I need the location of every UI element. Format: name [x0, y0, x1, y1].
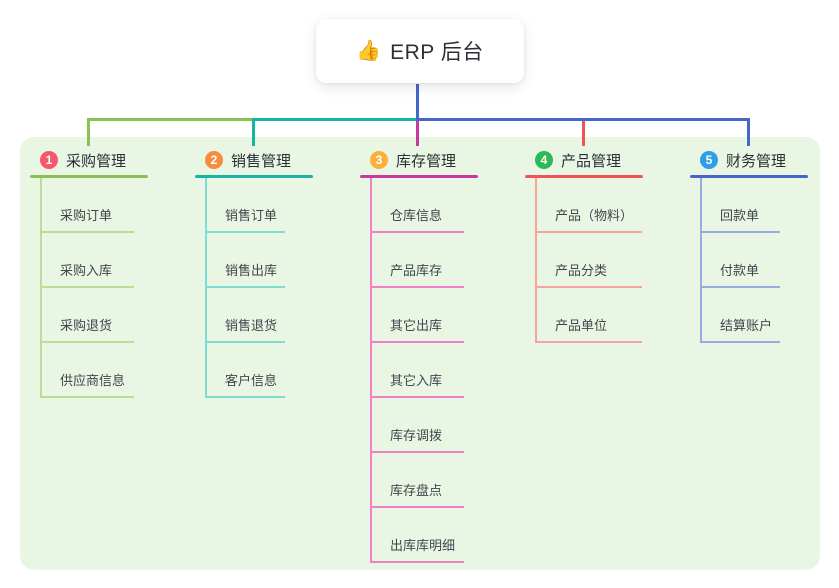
branch-number-badge: 1 — [40, 151, 58, 169]
child-node[interactable]: 库存盘点 — [372, 453, 464, 508]
connector-segment — [416, 84, 419, 121]
branch-title-label: 产品管理 — [561, 152, 622, 170]
branch-number-badge: 2 — [205, 151, 223, 169]
branch-title-label: 财务管理 — [726, 152, 787, 170]
branch-node-2: 2 销售管理销售订单销售出库销售退货客户信息 — [195, 148, 313, 398]
branch-title-label: 采购管理 — [66, 152, 127, 170]
connector-segment — [87, 118, 90, 146]
root-node[interactable]: 👍 ERP 后台 — [316, 19, 524, 83]
child-node[interactable]: 出库库明细 — [372, 508, 464, 563]
connector-segment — [87, 118, 255, 121]
branch-number-badge: 5 — [700, 151, 718, 169]
child-node[interactable]: 产品库存 — [372, 233, 464, 288]
child-node[interactable]: 产品（物料） — [537, 178, 642, 233]
branch-node-1: 1 采购管理采购订单采购入库采购退货供应商信息 — [30, 148, 148, 398]
branches-panel-background — [20, 137, 820, 570]
child-node[interactable]: 采购入库 — [42, 233, 134, 288]
branch-number-badge: 4 — [535, 151, 553, 169]
connector-segment — [252, 118, 255, 146]
child-node[interactable]: 销售订单 — [207, 178, 285, 233]
child-node[interactable]: 仓库信息 — [372, 178, 464, 233]
branch-node-3: 3 库存管理仓库信息产品库存其它出库其它入库库存调拨库存盘点出库库明细 — [360, 148, 478, 563]
child-node[interactable]: 其它入库 — [372, 343, 464, 398]
branch-children: 采购订单采购入库采购退货供应商信息 — [40, 178, 148, 398]
branch-node-4: 4 产品管理产品（物料）产品分类产品单位 — [525, 148, 643, 343]
branch-children: 仓库信息产品库存其它出库其它入库库存调拨库存盘点出库库明细 — [370, 178, 478, 563]
child-node[interactable]: 产品单位 — [537, 288, 642, 343]
child-node[interactable]: 客户信息 — [207, 343, 285, 398]
child-node[interactable]: 其它出库 — [372, 288, 464, 343]
branch-underline — [30, 175, 148, 178]
branch-underline — [360, 175, 478, 178]
branch-title-label: 销售管理 — [231, 152, 292, 170]
child-node[interactable]: 结算账户 — [702, 288, 780, 343]
connector-segment — [252, 118, 420, 121]
child-node[interactable]: 产品分类 — [537, 233, 642, 288]
child-node[interactable]: 回款单 — [702, 178, 780, 233]
branch-title[interactable]: 4 产品管理 — [525, 148, 643, 172]
connector-segment — [416, 121, 419, 146]
child-node[interactable]: 采购订单 — [42, 178, 134, 233]
branch-underline — [690, 175, 808, 178]
connector-segment — [416, 118, 750, 121]
branch-title[interactable]: 2 销售管理 — [195, 148, 313, 172]
child-node[interactable]: 库存调拨 — [372, 398, 464, 453]
branch-title[interactable]: 1 采购管理 — [30, 148, 148, 172]
branch-children: 回款单付款单结算账户 — [700, 178, 808, 343]
child-node[interactable]: 供应商信息 — [42, 343, 134, 398]
child-node[interactable]: 付款单 — [702, 233, 780, 288]
branch-underline — [525, 175, 643, 178]
child-node[interactable]: 采购退货 — [42, 288, 134, 343]
branch-underline — [195, 175, 313, 178]
child-node[interactable]: 销售退货 — [207, 288, 285, 343]
connector-segment — [747, 118, 750, 146]
connector-segment — [582, 121, 585, 146]
child-node[interactable]: 销售出库 — [207, 233, 285, 288]
branch-title-label: 库存管理 — [396, 152, 457, 170]
branch-children: 销售订单销售出库销售退货客户信息 — [205, 178, 313, 398]
branch-children: 产品（物料）产品分类产品单位 — [535, 178, 643, 343]
root-node-label: ERP 后台 — [390, 41, 484, 64]
branch-number-badge: 3 — [370, 151, 388, 169]
branch-title[interactable]: 5 财务管理 — [690, 148, 808, 172]
thumbs-up-icon: 👍 — [356, 40, 382, 62]
branch-title[interactable]: 3 库存管理 — [360, 148, 478, 172]
branch-node-5: 5 财务管理回款单付款单结算账户 — [690, 148, 808, 343]
